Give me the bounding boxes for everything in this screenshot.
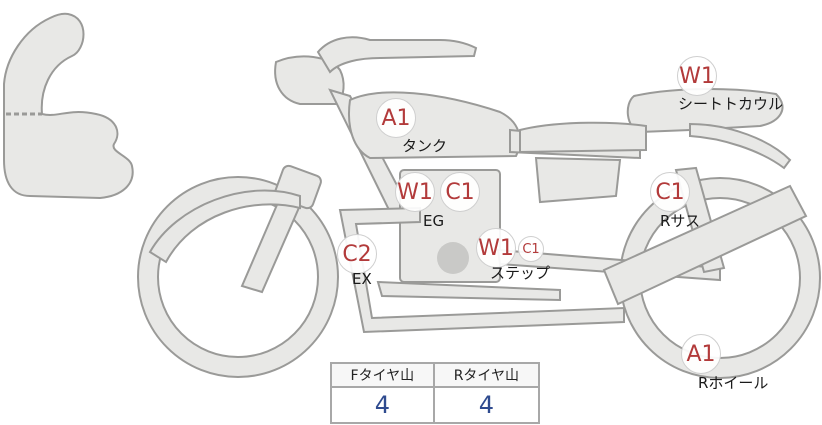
exhaust-pipe	[338, 206, 625, 334]
muffler	[602, 184, 808, 306]
front-wheel	[137, 176, 339, 378]
engine-cover	[437, 242, 469, 274]
front-tire-header: Fタイヤ山	[330, 362, 435, 388]
rear-suspension-label: Rサス	[660, 212, 701, 230]
step-c-code-badge: C1	[518, 236, 544, 262]
rear-tire-header: Rタイヤ山	[432, 362, 541, 388]
rear-wheel-label: Rホイール	[698, 374, 769, 392]
rear-wheel-code-badge: A1	[681, 334, 721, 374]
tank-code-badge: A1	[376, 98, 416, 138]
seat-cowl-code-badge: W1	[677, 56, 717, 96]
front-tire-value: 4	[330, 386, 435, 424]
tire-tread-header-row: Fタイヤ山 Rタイヤ山	[330, 362, 541, 388]
rear-suspension-code-badge: C1	[650, 172, 690, 212]
engine-label: EG	[423, 212, 445, 230]
tail-fender	[689, 122, 792, 170]
exhaust-code-badge: C2	[337, 234, 377, 274]
handlebar	[316, 36, 478, 74]
exhaust-label: EX	[352, 270, 372, 288]
seat	[519, 121, 647, 154]
front-cowl	[3, 12, 134, 200]
step-label: ステップ	[490, 264, 551, 282]
engine-c-code-badge: C1	[440, 172, 480, 212]
rear-tire-value: 4	[432, 386, 541, 424]
front-fender	[148, 189, 301, 264]
headlight	[274, 55, 345, 105]
step-w-code-badge: W1	[476, 228, 516, 268]
tire-tread-table: Fタイヤ山 Rタイヤ山 4 4	[330, 362, 541, 424]
air-box	[534, 156, 622, 204]
engine-w-code-badge: W1	[395, 172, 435, 212]
tire-tread-value-row: 4 4	[330, 386, 541, 424]
seat-cowl-label: シートトカウル	[678, 95, 784, 113]
tank-label: タンク	[402, 137, 448, 155]
exhaust-pipe-lower	[376, 280, 561, 302]
